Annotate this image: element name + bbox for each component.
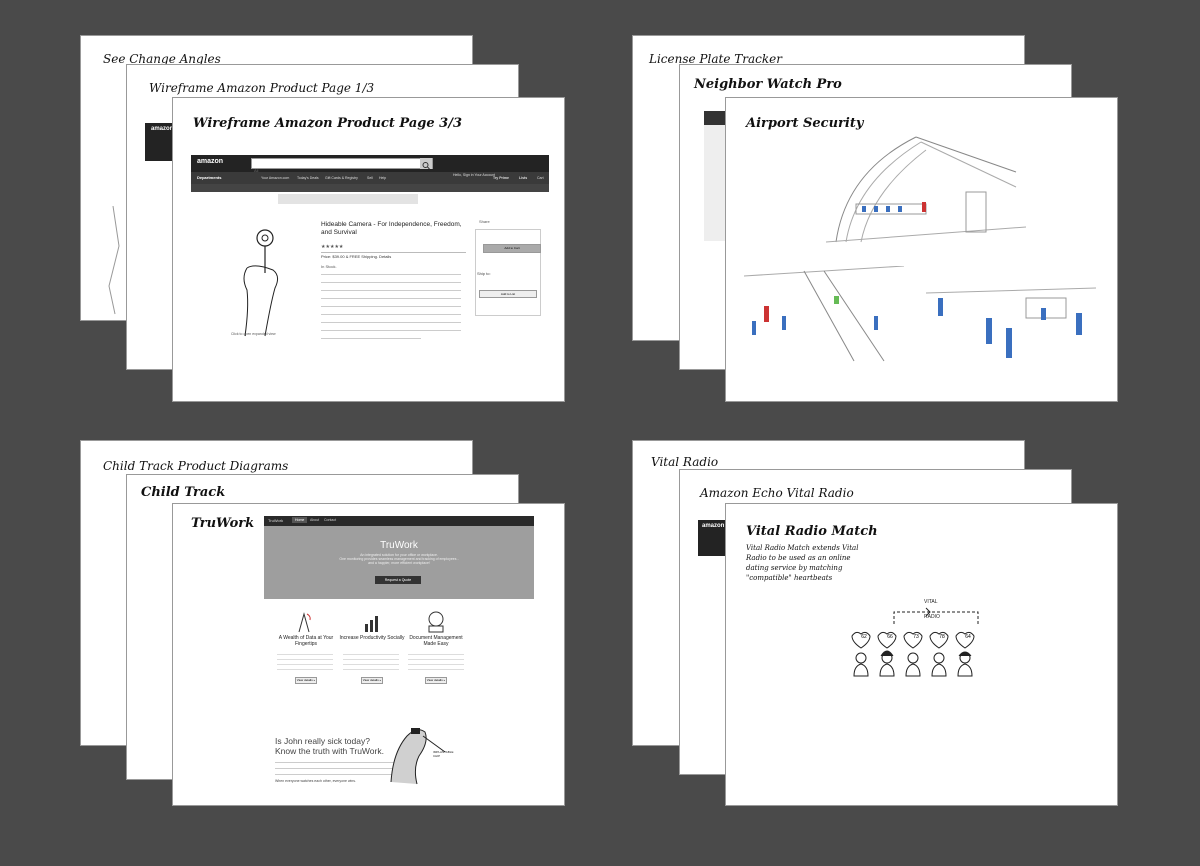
amazon-nav: Departments Your Amazon.com Today's Deal… [191,172,549,184]
slide-airport-security[interactable]: Airport Security [725,97,1118,402]
nav-link[interactable]: Help [379,176,387,180]
hand-camera-sketch [243,229,279,337]
hero-line: One monitoring provides seamless managem… [339,557,459,561]
ad-banner [278,194,418,204]
amazon-logo-block: amazon [698,520,726,556]
product-title: Hideable Camera - For Independence, Free… [321,221,462,236]
text-line [321,322,461,323]
document-robot-icon [428,611,444,633]
text-line [321,274,461,275]
departments-menu[interactable]: Departments [197,175,222,180]
terminal-sketch [826,136,1026,243]
screening-sketch [926,287,1097,358]
desc-line: Vital Radio Match extends Vital [746,544,859,552]
hero-line: and a happier, more efficient workplace! [368,561,430,565]
desc-line: dating service by matching [746,564,843,572]
lists-menu[interactable]: Lists [519,176,528,180]
text-line [321,282,461,283]
share-link[interactable]: Share [479,219,490,224]
slide-title: Airport Security [746,116,864,131]
search-input[interactable]: All [251,158,433,173]
price-label: Price: [321,254,332,259]
feature-title: Increase Productivity Socially [339,635,405,641]
slide-title: Wireframe Amazon Product Page 1/3 [149,81,375,95]
desc-line: Radio to be used as an online [746,554,851,562]
search-icon [422,162,430,170]
cart-button[interactable]: Cart [537,176,544,180]
promo-subheadline: Know the truth with TruWork. [275,746,384,756]
slide-title: Vital Radio Match [746,524,878,539]
truwork-hero: TruWork An integrated solution for your … [264,526,534,599]
fingers-chip-sketch [390,728,446,785]
text-line [321,298,461,299]
slide-title: Neighbor Watch Pro [694,77,842,92]
hero-title: TruWork [380,540,418,551]
stock-status: In Stock. [321,264,337,269]
diagram-label-bottom: RADIO [924,614,940,620]
nav-contact[interactable]: Contact [324,518,337,522]
nav-link[interactable]: Gift Cards & Registry [325,176,358,180]
slide-title: Wireframe Amazon Product Page 3/3 [193,116,463,131]
heart-value: 73 [913,634,919,640]
price: $39.00 & FREE Shipping. Details [332,254,392,259]
slide-vital-radio-match[interactable]: Vital Radio Match Vital Radio Match exte… [725,503,1118,806]
feature-title: A Wealth of Data at Your Fingertips [278,635,334,647]
text-line [321,338,421,339]
heart-value: 66 [887,634,893,640]
bar-chart-icon [365,616,378,632]
slide-truwork[interactable]: TruWork TruWork Home About Contact TruWo… [172,503,565,806]
nav-link[interactable]: Today's Deals [297,176,319,180]
request-quote-button[interactable]: Request a Quote [375,576,421,584]
text-line [321,314,461,315]
star-rating[interactable]: ★★★★★ [321,244,344,250]
search-button[interactable] [420,158,432,170]
nav-link[interactable]: Your Amazon.com [261,176,290,180]
buy-box [475,229,541,316]
sidebar-fragment [704,111,726,241]
divider [321,252,466,253]
slide-title: See Change Angles [103,52,221,66]
checkpoint-sketch [744,266,905,362]
text-line [321,290,461,291]
nav-link[interactable]: Sell [367,176,373,180]
heart-value: 64 [965,634,971,640]
heartbeat-match-diagram [851,607,979,677]
nav-about[interactable]: About [310,518,320,522]
slide-title: TruWork [191,516,255,531]
add-to-cart-button[interactable]: Add to Cart [483,244,541,253]
nav-home[interactable]: Home [292,517,308,523]
hero-line: An integrated solution for your office o… [360,553,438,557]
truwork-brand[interactable]: TruWork [268,518,284,523]
slide-title: Child Track [141,485,226,500]
view-details-button[interactable]: View details » [425,677,447,684]
account-menu[interactable]: Hello, Sign in Your Account [453,173,496,177]
add-to-list-button[interactable]: Add to List [479,290,537,298]
slide-title: Amazon Echo Vital Radio [700,486,854,500]
view-details-button[interactable]: View details » [295,677,317,684]
promo-headline: Is John really sick today? [275,736,370,746]
slide-title: License Plate Tracker [649,52,782,66]
heart-value: 62 [861,634,867,640]
category-bar [191,184,549,192]
amazon-logo[interactable]: amazon [197,158,224,165]
heart-value: 78 [939,634,945,640]
diagram-label-top: VITAL [924,599,938,605]
prime-menu[interactable]: Try Prime [493,176,509,180]
ship-to-label: Ship to: [477,271,491,276]
image-caption: Click to open expanded view [231,332,276,336]
truwork-navbar: TruWork Home About Contact [264,516,534,526]
antenna-icon [298,612,311,633]
slide-title: Vital Radio [651,455,719,469]
promo-tagline: When everyone watches each other, everyo… [275,779,356,783]
text-line [321,330,461,331]
chip-label: IMPLANTABLE CHIP [433,750,454,758]
view-details-button[interactable]: View details » [361,677,383,684]
sketch-fragment [108,206,120,315]
text-line [321,306,461,307]
slide-title: Child Track Product Diagrams [103,459,289,473]
slide-wireframe-amazon-3[interactable]: Wireframe Amazon Product Page 3/3 amazon… [172,97,565,402]
feature-title: Document Management Made Easy [409,635,463,647]
desc-line: "compatible" heartbeats [746,574,833,582]
